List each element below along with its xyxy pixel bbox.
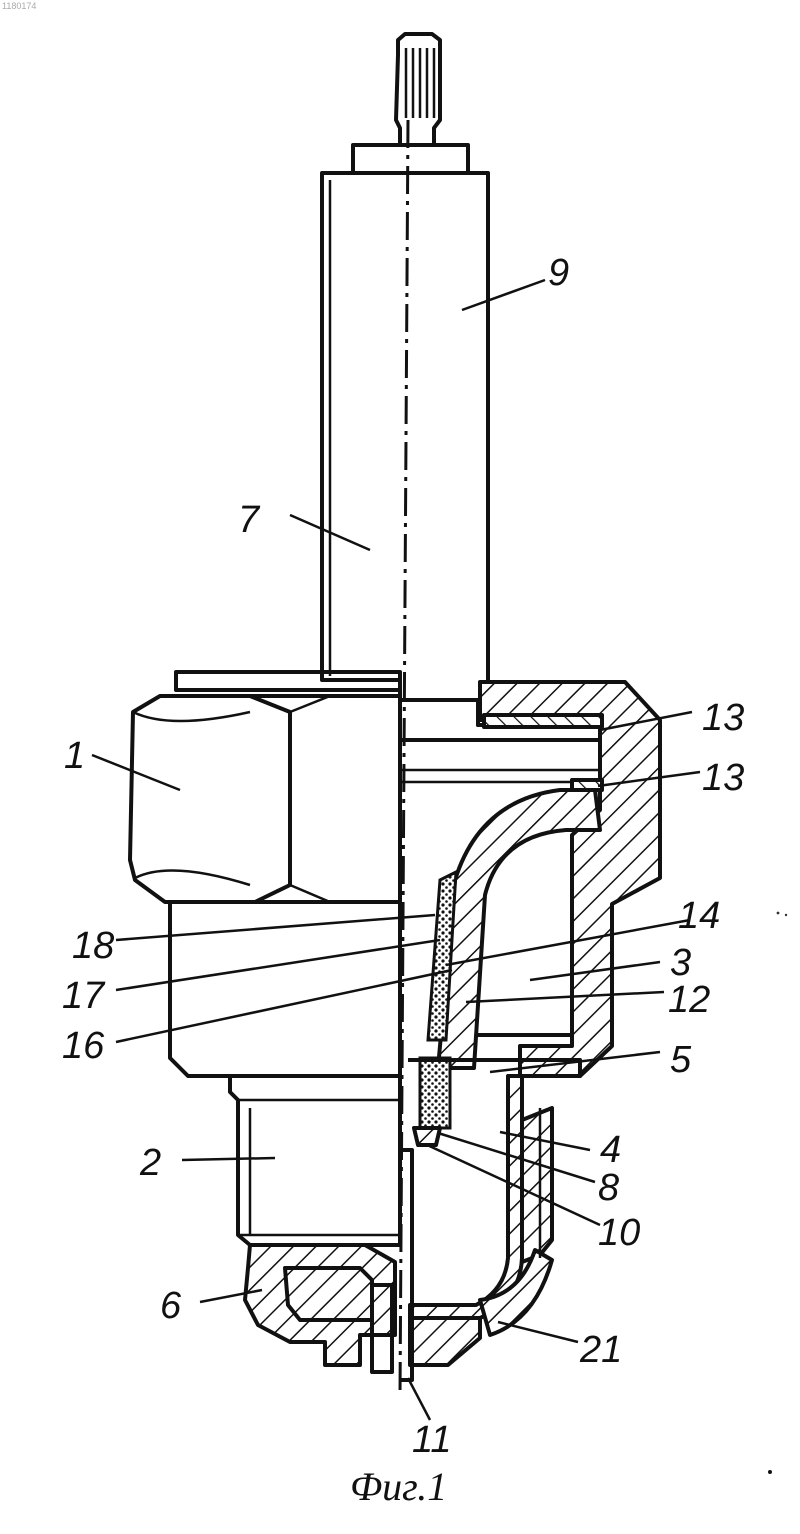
- label-17: 17: [62, 975, 106, 1017]
- label-2: 2: [139, 1142, 161, 1184]
- stem-collar: [353, 145, 468, 173]
- label-18: 18: [72, 925, 114, 967]
- label-6: 6: [160, 1285, 182, 1327]
- speck-mark: [785, 914, 787, 916]
- threaded-stud: [396, 34, 440, 145]
- label-7: 7: [238, 499, 261, 541]
- label-9: 9: [548, 252, 569, 294]
- speck-mark: [768, 1470, 772, 1474]
- label-13-lower: 13: [702, 757, 744, 799]
- nut: [230, 1076, 400, 1245]
- label-12: 12: [668, 979, 710, 1021]
- label-1: 1: [64, 735, 85, 777]
- label-5: 5: [670, 1039, 692, 1081]
- label-10: 10: [598, 1212, 640, 1254]
- label-4: 4: [600, 1129, 621, 1171]
- label-16: 16: [62, 1025, 105, 1067]
- label-21: 21: [579, 1329, 622, 1371]
- corner-reference-text: 1180174: [2, 1, 36, 11]
- speck-mark: [777, 912, 780, 915]
- label-11: 11: [412, 1419, 451, 1461]
- label-8: 8: [598, 1167, 619, 1209]
- seal-insert: [414, 1058, 450, 1145]
- label-3: 3: [670, 942, 691, 984]
- label-14: 14: [678, 895, 720, 937]
- label-13-upper: 13: [702, 697, 744, 739]
- figure-caption: Фиг.1: [350, 1464, 447, 1509]
